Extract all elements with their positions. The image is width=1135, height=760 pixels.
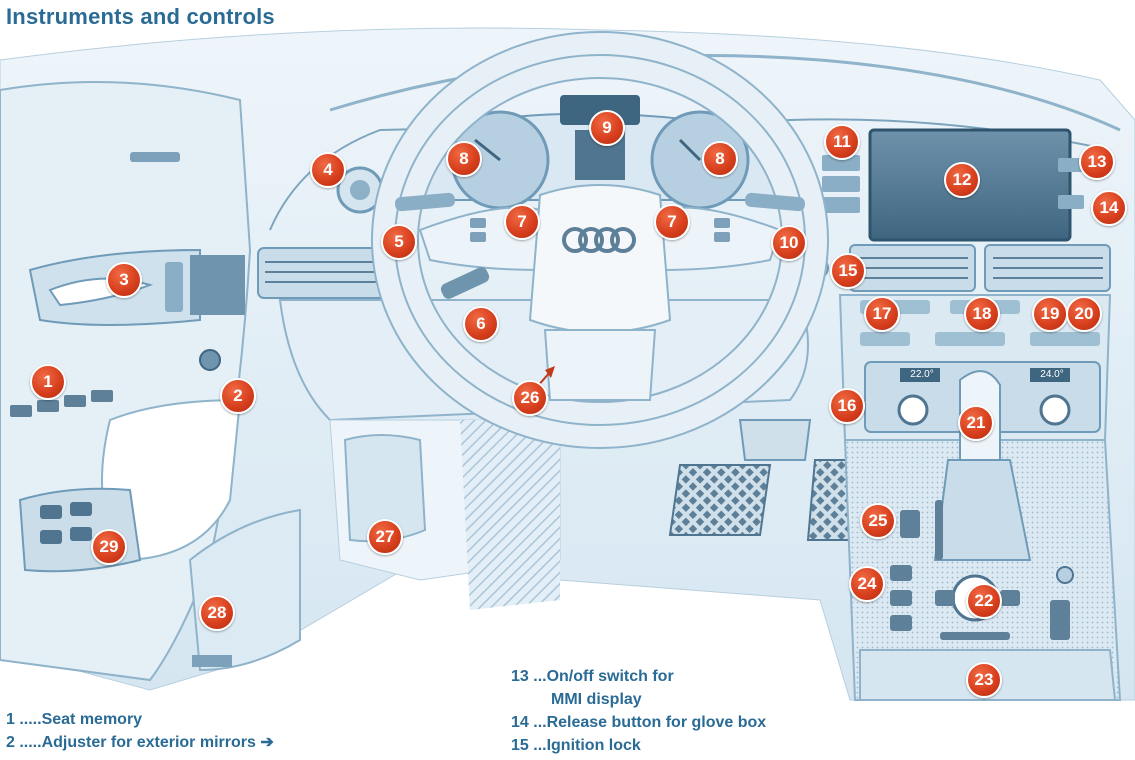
callout-17: 17 [864,296,900,332]
callout-6: 6 [463,306,499,342]
callout-15: 15 [830,253,866,289]
callout-5: 5 [381,224,417,260]
callout-22: 22 [966,583,1002,619]
callout-8-right: 8 [702,141,738,177]
callout-14: 14 [1091,190,1127,226]
callout-12: 12 [944,162,980,198]
callout-8-left: 8 [446,141,482,177]
callout-20: 20 [1066,296,1102,332]
legend-number: 1 ..... [6,711,42,728]
callout-23: 23 [966,662,1002,698]
callout-24: 24 [849,566,885,602]
legend-item-13: 13 ...On/off switch for [511,665,766,688]
legend-number: 14 ... [511,714,547,731]
right-arrow-icon[interactable]: ➔ [260,734,274,751]
callout-9: 9 [589,110,625,146]
legend-text: On/off switch for [546,668,674,685]
callout-11: 11 [824,124,860,160]
legend-text: Ignition lock [546,737,641,754]
callout-19: 19 [1032,296,1068,332]
legend-item-14: 14 ...Release button for glove box [511,711,766,734]
legend-left: 1 .....Seat memory 2 .....Adjuster for e… [6,708,274,754]
callout-28: 28 [199,595,235,631]
page-title: Instruments and controls [6,4,275,29]
legend-number: 15 ... [511,737,547,754]
callout-3: 3 [106,262,142,298]
climate-right-temp: 24.0° [1040,369,1064,380]
callout-7-left: 7 [504,204,540,240]
legend-number: 2 ..... [6,734,42,751]
legend-item-13-cont: MMI display [511,688,766,711]
legend-item-15: 15 ...Ignition lock [511,734,766,757]
callout-26: 26 [512,380,548,416]
legend-item-2[interactable]: 2 .....Adjuster for exterior mirrors ➔ [6,731,274,754]
callout-10: 10 [771,225,807,261]
callout-4: 4 [310,152,346,188]
callout-27: 27 [367,519,403,555]
callout-16: 16 [829,388,865,424]
callout-18: 18 [964,296,1000,332]
callout-21: 21 [958,405,994,441]
callout-2: 2 [220,378,256,414]
legend-number: 13 ... [511,668,547,685]
callout-1: 1 [30,364,66,400]
legend-right: 13 ...On/off switch for MMI display 14 .… [511,665,766,757]
climate-left-temp: 22.0° [910,369,934,380]
legend-text: Adjuster for exterior mirrors [41,734,256,751]
callout-29: 29 [91,529,127,565]
legend-item-1: 1 .....Seat memory [6,708,274,731]
callout-25: 25 [860,503,896,539]
callout-7-right: 7 [654,204,690,240]
legend-text: MMI display [551,691,642,708]
callout-13: 13 [1079,144,1115,180]
legend-text: Seat memory [41,711,143,728]
legend-text: Release button for glove box [546,714,767,731]
